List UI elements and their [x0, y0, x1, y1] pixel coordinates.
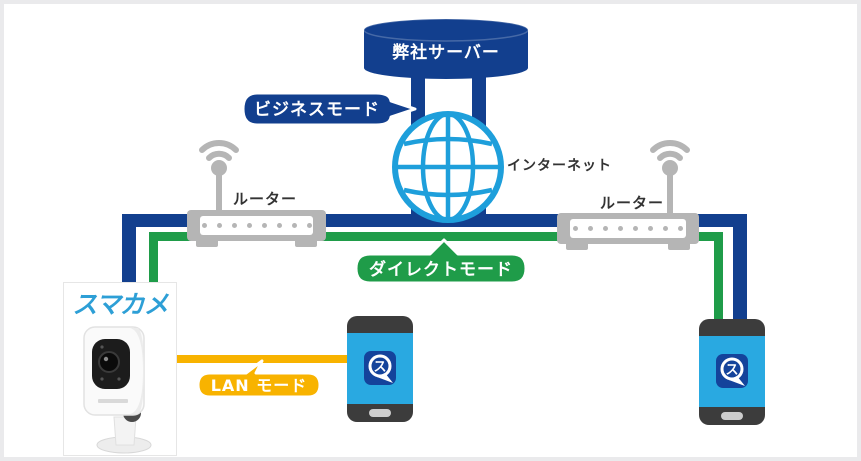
wifi-antenna-icon: [650, 139, 690, 214]
router-panel: [570, 219, 686, 238]
server-label: 弊社サーバー: [392, 42, 500, 63]
smacame-app-icon: ス: [364, 350, 396, 385]
line-navy-drop-right: [733, 214, 747, 324]
company-server: 弊社サーバー: [363, 18, 529, 79]
wifi-antenna-icon: [199, 139, 239, 214]
smartphone-screen: ス: [347, 333, 413, 404]
direct-mode-tag: ダイレクトモード: [354, 238, 528, 285]
smartphone-right: ス: [699, 319, 765, 425]
smartphone-screen: ス: [699, 336, 765, 407]
lan-mode-label: LAN モード: [211, 376, 308, 395]
line-lan-horizontal: [174, 355, 350, 363]
line-direct-horizontal: [149, 232, 721, 241]
lan-mode-tag: LAN モード: [196, 359, 322, 399]
business-mode-tag: ビジネスモード: [241, 91, 417, 127]
router-right-label: ルーター: [600, 194, 665, 212]
smacame-camera-card: スマカメ: [63, 282, 177, 456]
svg-text:ス: ス: [373, 360, 386, 375]
svg-text:ス: ス: [725, 363, 738, 378]
router-foot: [668, 242, 690, 250]
router-foot: [196, 239, 218, 247]
internet-globe-icon: [392, 111, 504, 223]
line-navy-drop-left: [122, 214, 136, 286]
home-button: [369, 409, 391, 417]
line-green-drop-left: [149, 232, 158, 286]
router-panel: [200, 216, 313, 235]
camera-image: [83, 326, 152, 454]
router-foot: [566, 242, 588, 250]
smacame-app-icon: ス: [716, 353, 748, 388]
smacame-logo: スマカメ: [72, 290, 168, 319]
router-right: [557, 213, 699, 250]
business-mode-label: ビジネスモード: [254, 100, 380, 120]
router-left: [187, 210, 326, 247]
direct-mode-label: ダイレクトモード: [369, 259, 513, 280]
line-green-drop-right: [714, 232, 723, 324]
home-button: [721, 412, 743, 420]
smartphone-left: ス: [347, 316, 413, 422]
internet-label: インターネット: [507, 158, 612, 174]
router-foot: [295, 239, 317, 247]
router-left-label: ルーター: [233, 190, 298, 208]
